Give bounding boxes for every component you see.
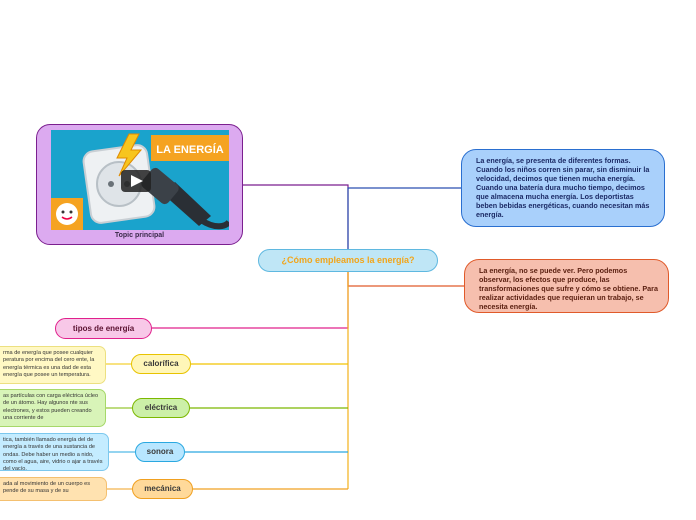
energy-effects-node[interactable]: La energía, no se puede ver. Pero podemo… [464,259,669,313]
connector-tipos [152,272,349,329]
calorific-description[interactable]: rma de energía que posee cualquier perat… [0,346,106,384]
calorific-node[interactable]: calorífica [131,354,191,374]
mechanical-node[interactable]: mecánica [132,479,193,499]
topic-image[interactable]: LA ENERGÍA [51,130,229,230]
lightning-icon [116,133,143,177]
types-of-energy-node[interactable]: tipos de energía [55,318,152,339]
sound-node[interactable]: sonora [135,442,185,462]
image-title: LA ENERGÍA [156,143,223,156]
topic-caption: Topic principal [114,232,165,239]
image-topic-node[interactable]: LA ENERGÍA [36,124,243,245]
play-icon [121,170,151,192]
central-topic[interactable]: ¿Cómo empleamos la energía? [258,249,438,272]
face-icon [51,198,83,230]
electric-description[interactable]: as partículas con carga eléctrica úcleo … [0,389,106,427]
energy-forms-node[interactable]: La energía, se presenta de diferentes fo… [461,149,665,227]
mechanical-description[interactable]: ada al movimiento de un cuerpo es pende … [0,477,107,501]
connector-right-top [347,187,461,260]
electric-node[interactable]: eléctrica [132,398,190,418]
sound-description[interactable]: tica, también llamado energía del de ene… [0,433,109,471]
